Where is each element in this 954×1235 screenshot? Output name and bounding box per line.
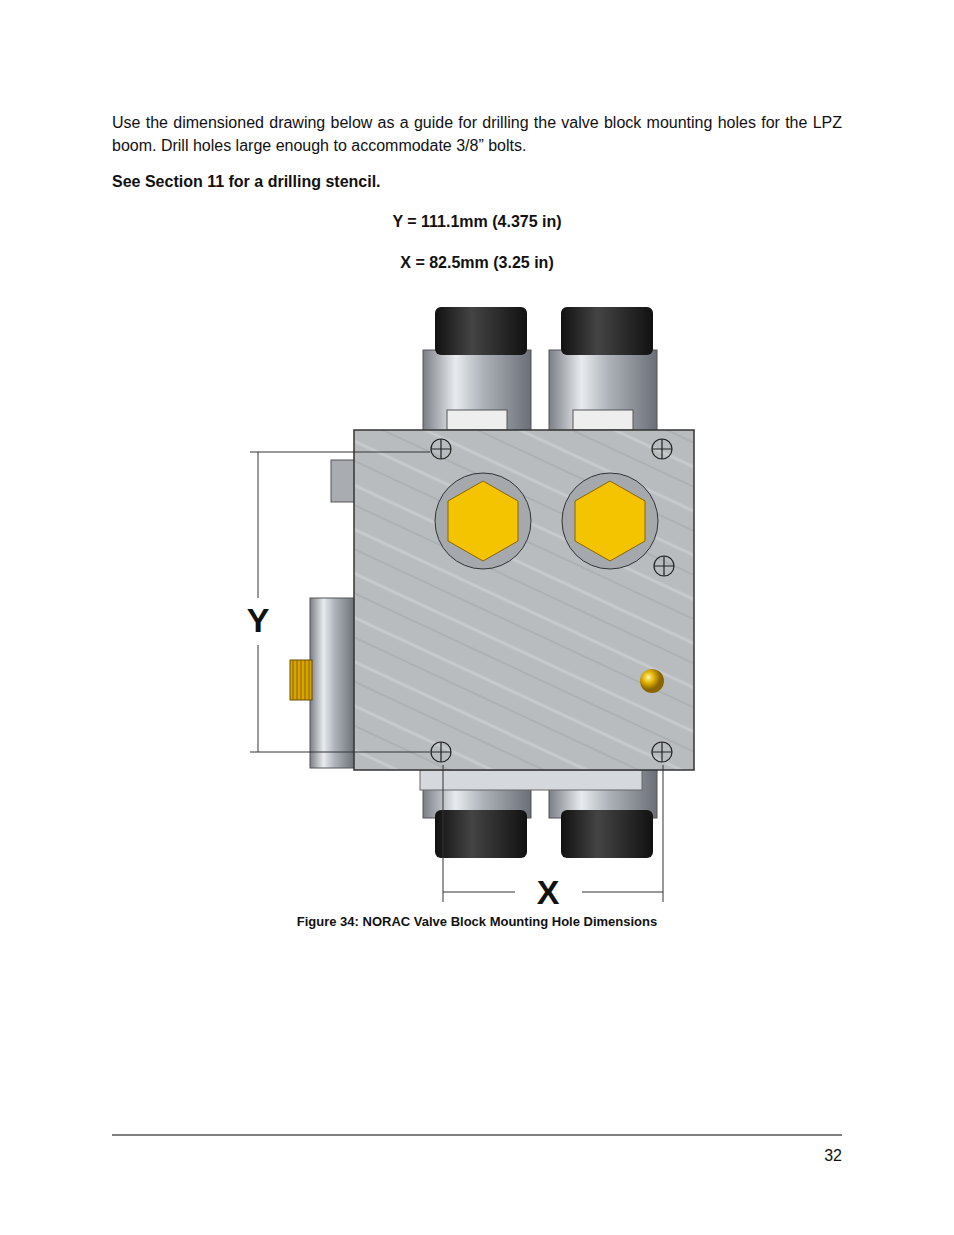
- hole-crosshair: [654, 556, 674, 576]
- figure-caption: Figure 34: NORAC Valve Block Mounting Ho…: [0, 914, 954, 929]
- dimension-value: Y = 111.1mm (4.375 in): [0, 213, 954, 231]
- hole-crosshair: [431, 439, 451, 459]
- mounting-hole: [431, 742, 451, 762]
- mounting-hole: [431, 439, 451, 459]
- hole-crosshair: [652, 742, 672, 762]
- body-paragraph: Use the dimensioned drawing below as a g…: [112, 111, 842, 157]
- mounting-hole: [652, 439, 672, 459]
- note-text: See Section 11 for a drilling stencil.: [112, 173, 381, 191]
- dimension-letter: X: [518, 870, 578, 914]
- dimension-value: X = 82.5mm (3.25 in): [0, 254, 954, 272]
- page-number: 32: [742, 1147, 842, 1165]
- hole-crosshair: [652, 439, 672, 459]
- dimension-letter: Y: [238, 598, 278, 642]
- mounting-hole: [654, 556, 674, 576]
- hole-crosshair: [431, 742, 451, 762]
- mounting-hole: [652, 742, 672, 762]
